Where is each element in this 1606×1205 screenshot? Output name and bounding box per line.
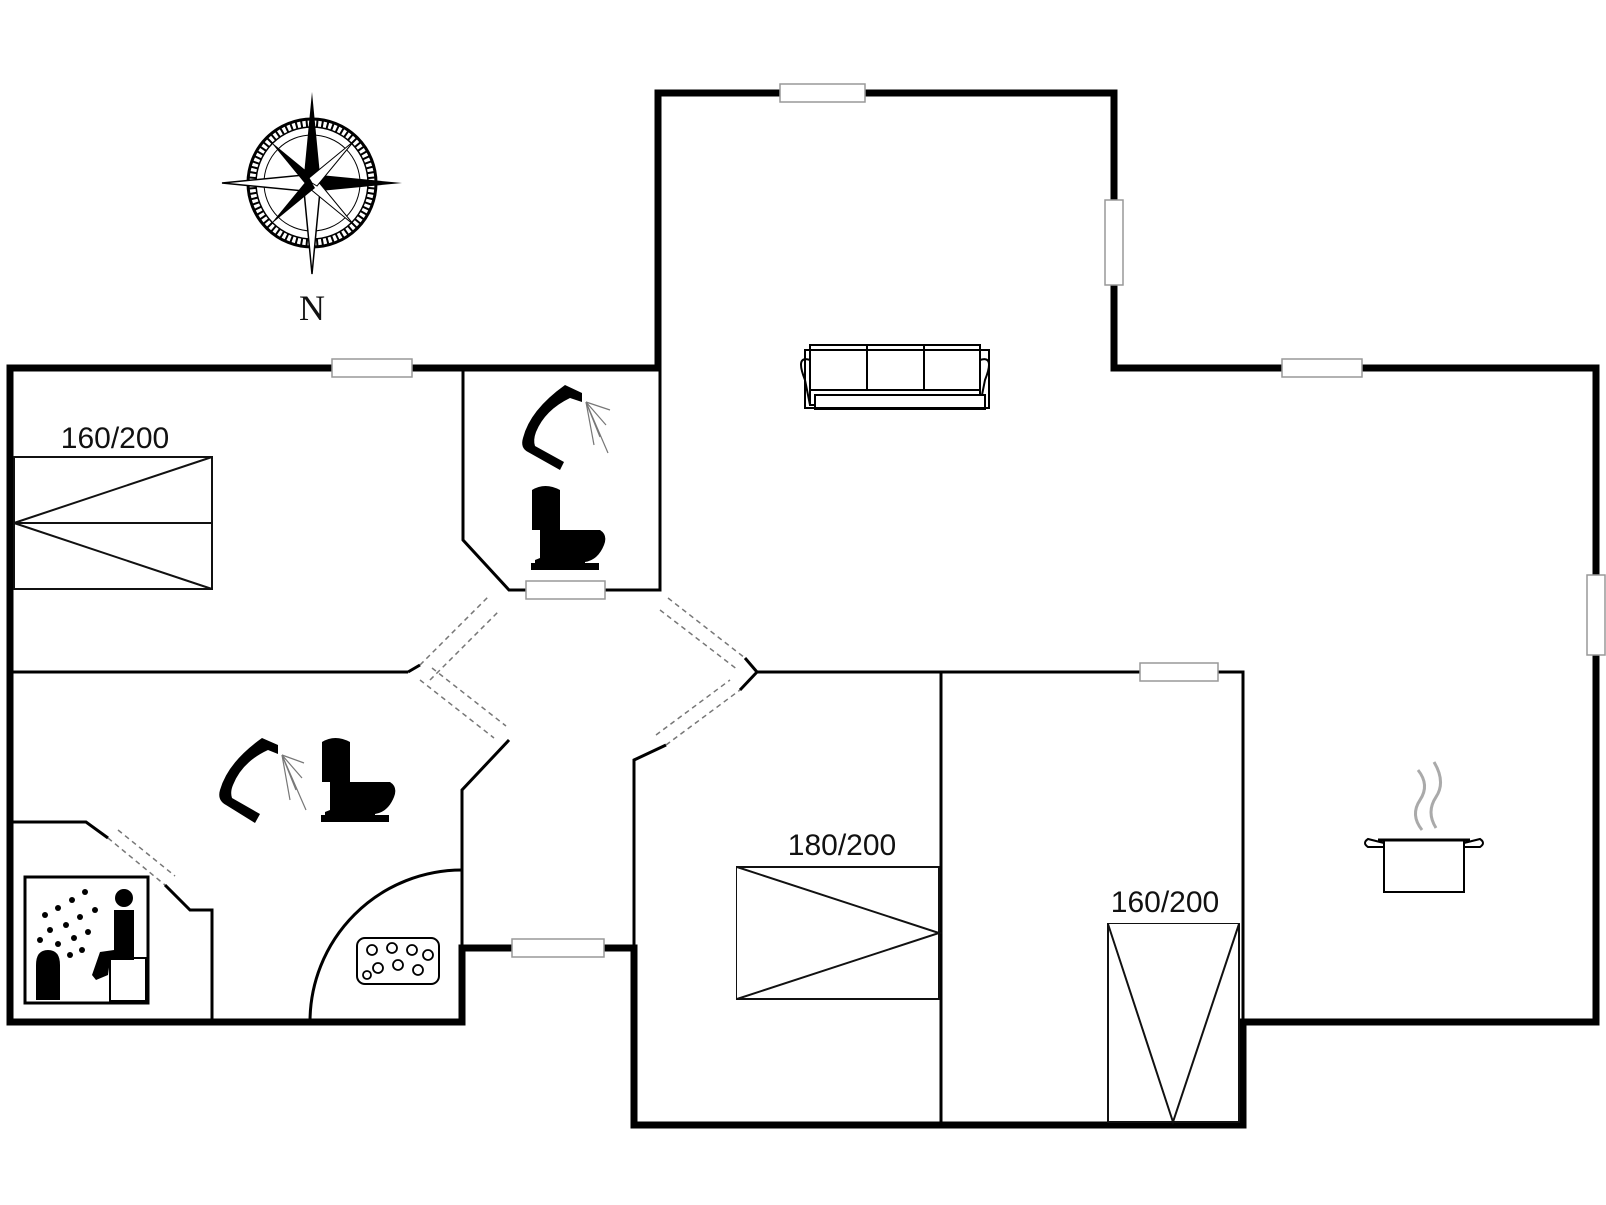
compass-tick <box>357 145 365 152</box>
compass-tick <box>366 170 376 175</box>
compass-tick <box>343 130 350 138</box>
bed-size-label: 180/200 <box>788 829 896 862</box>
compass-tick <box>367 186 376 190</box>
compass-tick <box>251 201 260 206</box>
compass-tick <box>343 228 350 236</box>
compass-tick <box>249 196 259 201</box>
compass-tick <box>305 119 309 128</box>
compass-tick <box>270 133 277 141</box>
compass-tick <box>248 170 258 175</box>
compass-tick <box>262 141 270 148</box>
compass-tick <box>248 186 257 190</box>
compass-tick <box>315 119 319 128</box>
compass-tick <box>253 155 262 161</box>
compass-tick <box>315 238 319 247</box>
compass-tick <box>262 218 270 225</box>
compass-tick <box>365 196 375 201</box>
compass-tick <box>359 210 368 216</box>
compass-tick <box>259 214 267 221</box>
sofa-icon <box>800 344 990 410</box>
compass-tick <box>279 127 285 136</box>
compass-tick <box>256 210 265 216</box>
compass-tick <box>284 233 290 242</box>
toilet-icon <box>321 738 396 822</box>
shower-icon <box>522 385 611 470</box>
compass-tick <box>366 191 376 196</box>
bed-size-label: 160/200 <box>61 422 169 455</box>
bed-size-label: 160/200 <box>1111 886 1219 919</box>
compass-tick <box>294 236 299 246</box>
bed-2 <box>736 866 943 1000</box>
compass-tick <box>330 235 335 244</box>
compass-tick <box>320 237 325 247</box>
compass-tick <box>289 122 294 131</box>
compass-tick <box>259 145 267 152</box>
north-label: N <box>299 288 325 328</box>
compass-tick <box>364 160 373 165</box>
compass-tick <box>249 165 259 170</box>
compass-tick <box>305 238 309 247</box>
compass-tick <box>330 122 335 131</box>
compass-tick <box>339 127 345 136</box>
cooking-pot-icon <box>1364 761 1484 893</box>
compass-tick <box>299 237 304 247</box>
toilet-icon <box>531 486 606 570</box>
compass-tick <box>248 176 257 180</box>
compass-tick <box>325 120 330 130</box>
compass-tick <box>256 150 265 156</box>
compass-tick <box>354 218 362 225</box>
compass-tick <box>284 124 290 133</box>
compass-tick <box>334 233 340 242</box>
compass-tick <box>251 160 260 165</box>
compass-tick <box>274 130 281 138</box>
compass-tick <box>357 214 365 221</box>
compass-tick <box>334 124 340 133</box>
walls <box>6 89 1600 1129</box>
compass-tick <box>299 119 304 129</box>
compass-tick <box>347 133 354 141</box>
compass-tick <box>325 236 330 246</box>
whirlpool-icon <box>356 937 440 985</box>
compass-tick <box>364 201 373 206</box>
compass-tick <box>354 141 362 148</box>
compass-tick <box>253 205 262 211</box>
compass-tick <box>362 205 371 211</box>
sauna-icon <box>23 875 150 1005</box>
shower-icon <box>219 738 307 823</box>
door-openings <box>107 594 746 1023</box>
compass-tick <box>339 230 345 239</box>
compass-tick <box>365 165 375 170</box>
compass-tick <box>248 191 258 196</box>
compass-tick <box>274 228 281 236</box>
compass-tick <box>347 225 354 233</box>
bed-1 <box>13 456 213 590</box>
compass-tick <box>367 176 376 180</box>
bed-3 <box>1107 923 1240 1126</box>
compass-tick <box>289 235 294 244</box>
compass-tick <box>294 120 299 130</box>
compass-tick <box>279 230 285 239</box>
compass-rose-icon <box>221 92 402 275</box>
compass-tick <box>362 155 371 161</box>
compass-tick <box>320 119 325 129</box>
windows <box>331 83 1606 958</box>
compass-tick <box>359 150 368 156</box>
compass-tick <box>270 225 277 233</box>
